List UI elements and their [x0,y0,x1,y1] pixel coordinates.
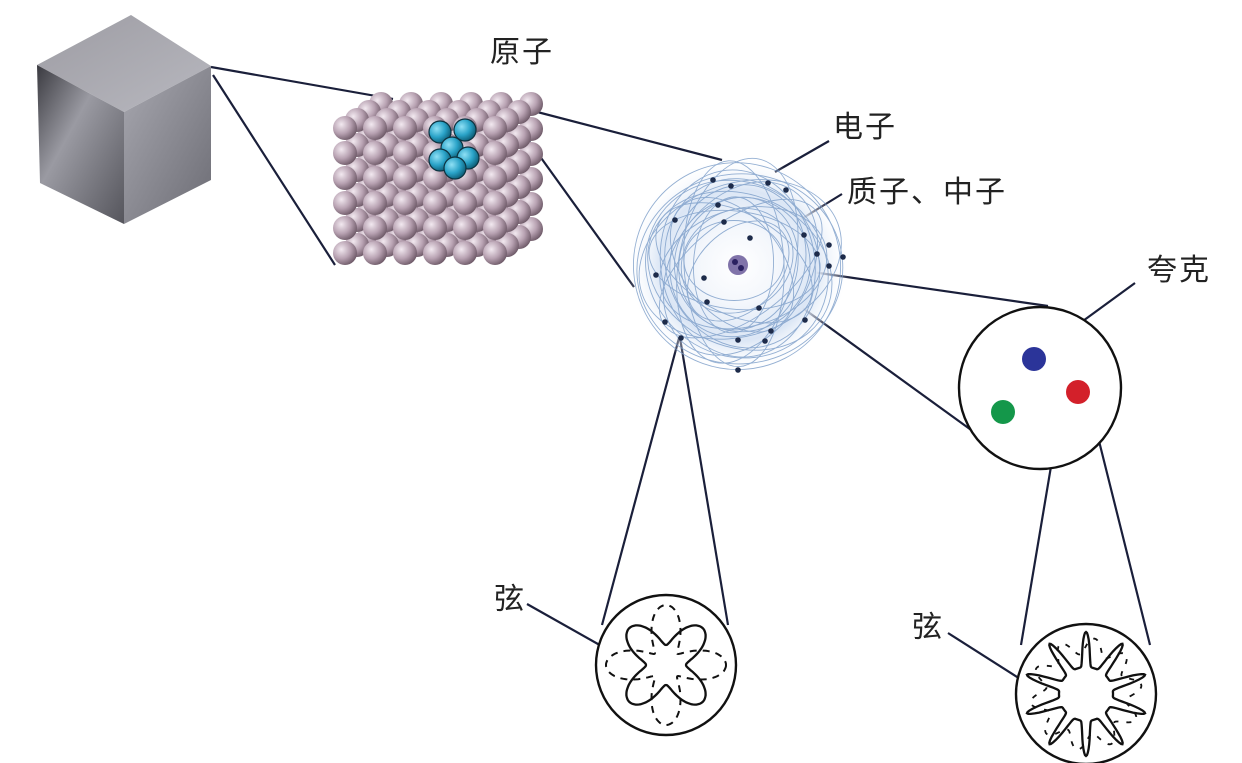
metal-cube [37,15,211,224]
label-atom: 原子 [490,35,554,70]
label-string-right: 弦 [912,610,944,645]
nucleon-circle [957,305,1123,471]
quark-blue [1022,347,1046,371]
quark-green [991,400,1015,424]
atom-lattice [333,92,543,265]
quark-red [1066,380,1090,404]
label-proton-neutron: 质子、中子 [847,175,1007,210]
label-electron: 电子 [833,110,897,145]
string-circle-right [1014,622,1158,763]
label-quark: 夸克 [1147,253,1211,288]
electron-dots [653,177,846,373]
nucleus [728,255,748,275]
label-string-left: 弦 [494,582,526,617]
atom-orbit-cloud [626,157,850,373]
string-circle-left [594,593,738,737]
